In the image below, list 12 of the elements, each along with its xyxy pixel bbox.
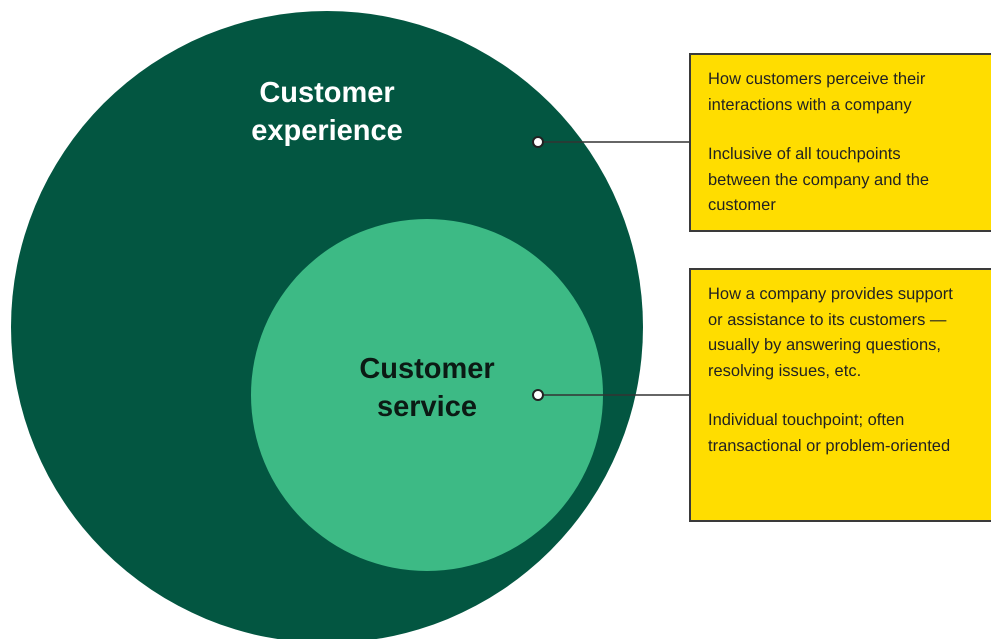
description-box [689, 53, 991, 232]
circle-label: Customer service [358, 352, 496, 425]
circle-label: Customer experience [250, 76, 404, 149]
description-text: How customers perceive their interactions with a company [708, 69, 926, 116]
leader-line [544, 394, 689, 396]
anchor-dot [532, 389, 544, 401]
description-text: How a company provides support or assistance to its customers — usually by answering questions, resolving issues, etc. [708, 284, 953, 382]
leader-line [544, 141, 689, 143]
description-text: Individual touchpoint; often transactional or problem-oriented [708, 410, 952, 457]
description-text: Inclusive of all touchpoints between the company and the customer [708, 144, 930, 216]
anchor-dot [532, 136, 544, 148]
description-box [689, 268, 991, 522]
